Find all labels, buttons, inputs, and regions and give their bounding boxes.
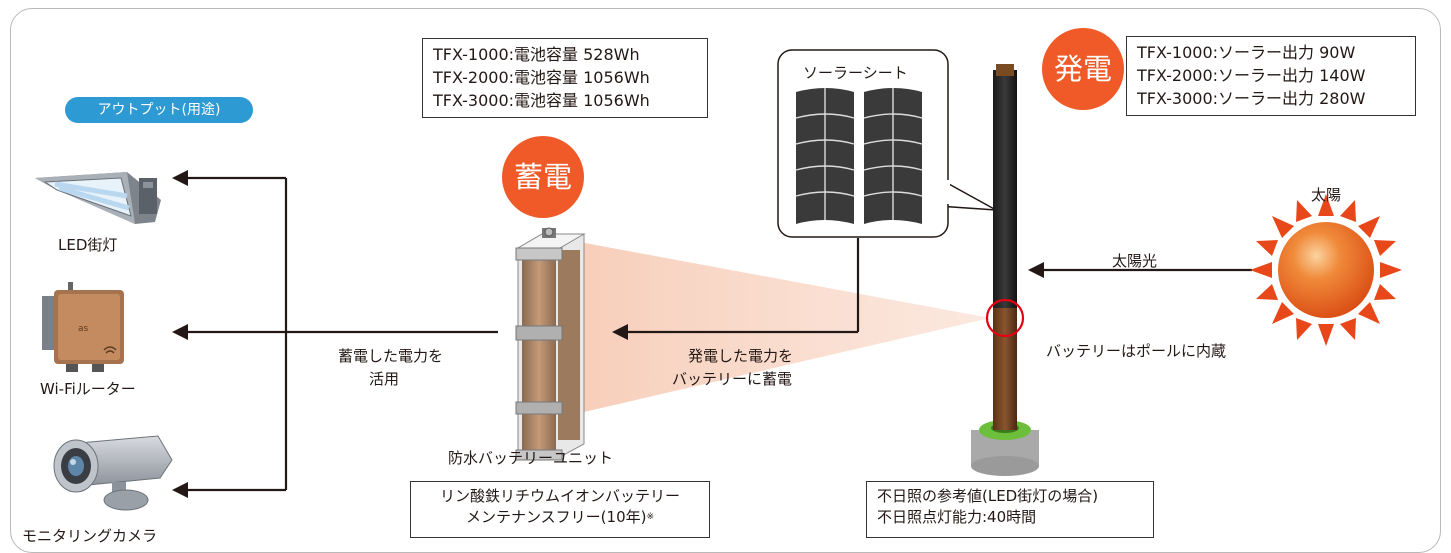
wifi-router-icon: as	[42, 282, 124, 372]
energy-beam	[558, 238, 990, 418]
battery-spec-line: TFX-1000:電池容量 528Wh	[433, 45, 640, 64]
solar-sheet-label: ソーラーシート	[803, 64, 908, 82]
output-label-wifi: Wi-Fiルーター	[40, 380, 136, 398]
sun-label: 太陽	[1311, 186, 1342, 204]
solar-spec-box: TFX-1000:ソーラー出力 90W TFX-2000:ソーラー出力 140W…	[1126, 36, 1416, 116]
monitoring-camera-icon	[53, 435, 173, 511]
output-label-led: LED街灯	[58, 236, 118, 254]
output-section-label: アウトプット(用途)	[65, 97, 253, 123]
solar-spec-line: TFX-1000:ソーラー出力 90W	[1137, 43, 1356, 62]
solar-spec-line: TFX-2000:ソーラー出力 140W	[1137, 66, 1366, 85]
charge-label-line1: 発電した電力を	[688, 347, 794, 365]
sun-icon	[1250, 194, 1402, 346]
reference-line2: 不日照点灯能力:40時間	[877, 508, 1037, 526]
pole-note: バッテリーはポールに内蔵	[1046, 342, 1227, 360]
storage-badge: 蓄電	[502, 136, 584, 218]
solar-pole-graphic	[971, 64, 1039, 476]
use-label-line2: 活用	[369, 370, 400, 388]
output-label-camera: モニタリングカメラ	[22, 527, 158, 545]
battery-type-line2: メンテナンスフリー(10年)	[465, 508, 647, 526]
svg-text:as: as	[78, 324, 89, 334]
footnote-mark: ※	[646, 512, 655, 522]
solar-panel-grid	[795, 88, 923, 224]
battery-type-line1: リン酸鉄リチウムイオンバッテリー	[439, 487, 680, 505]
battery-location-marker	[985, 298, 1025, 338]
battery-type-box: リン酸鉄リチウムイオンバッテリー メンテナンスフリー(10年)※	[410, 481, 710, 538]
battery-spec-box: TFX-1000:電池容量 528Wh TFX-2000:電池容量 1056Wh…	[422, 38, 708, 118]
reference-box: 不日照の参考値(LED街灯の場合) 不日照点灯能力:40時間	[866, 481, 1154, 538]
arrowheads	[172, 170, 1044, 498]
reference-line1: 不日照の参考値(LED街灯の場合)	[877, 487, 1099, 505]
battery-spec-line: TFX-3000:電池容量 1056Wh	[433, 91, 650, 110]
led-streetlight-icon	[35, 172, 161, 224]
output-connector	[184, 176, 1252, 492]
use-label-line1: 蓄電した電力を	[338, 347, 444, 365]
generation-badge: 発電	[1042, 28, 1124, 110]
sunlight-label: 太陽光	[1112, 252, 1158, 270]
battery-unit-graphic	[515, 227, 586, 461]
battery-unit-label: 防水バッテリーユニット	[448, 449, 614, 467]
battery-spec-line: TFX-2000:電池容量 1056Wh	[433, 68, 650, 87]
solar-spec-line: TFX-3000:ソーラー出力 280W	[1137, 89, 1366, 108]
charge-label-line2: バッテリーに蓄電	[672, 370, 793, 388]
